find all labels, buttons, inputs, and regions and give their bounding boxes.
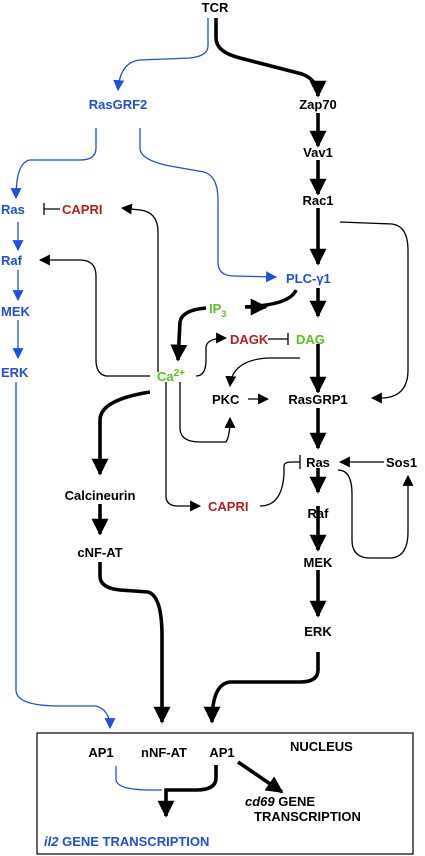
node-sos1: Sos1 xyxy=(386,455,417,470)
edge-plcg1-ip3 xyxy=(244,289,298,316)
node-calcineurin: Calcineurin xyxy=(65,488,136,503)
edge-rasgrf2-ras-left xyxy=(10,128,97,200)
ip3-subscript: 3 xyxy=(221,309,226,319)
edge-ap1-il2 xyxy=(115,766,162,791)
edge-tcr-zap70 xyxy=(214,18,327,98)
node-rasgrp1: RasGRP1 xyxy=(288,392,347,407)
node-dagk: DAGK xyxy=(230,332,269,347)
node-cnfat: cNF-AT xyxy=(77,545,122,560)
node-nnfat: nNF-AT xyxy=(141,745,187,760)
node-ras-right: Ras xyxy=(306,455,330,470)
node-ap1-right: AP1 xyxy=(209,745,234,760)
node-raf-right: Raf xyxy=(308,506,330,521)
edge-erk-ap1-left xyxy=(15,382,116,730)
node-ras-left: Ras xyxy=(1,202,25,217)
node-pkc: PKC xyxy=(212,392,240,407)
inhibit-dagk-dag xyxy=(268,333,289,345)
ip3-base: IP xyxy=(209,301,222,316)
edge-ca-capri-top xyxy=(120,203,159,372)
il2-italic: il2 xyxy=(44,834,59,849)
node-vav1: Vav1 xyxy=(303,145,333,160)
node-capri-top: CAPRI xyxy=(62,202,102,217)
edge-ca-capri-bottom xyxy=(165,382,202,512)
inhibit-capri-ras-left xyxy=(43,203,60,215)
cd69-transcription-label: TRANSCRIPTION xyxy=(254,809,361,824)
node-mek-left: MEK xyxy=(1,304,31,319)
cd69-gene-label: cd69 GENE xyxy=(245,794,315,809)
node-mek-right: MEK xyxy=(304,555,334,570)
edge-dag-pkc xyxy=(225,357,300,388)
edge-ap1-cd69 xyxy=(236,760,284,794)
edge-ca-raf-left xyxy=(38,254,150,377)
ca-base: Ca xyxy=(157,369,174,384)
edge-ip3-ca xyxy=(170,306,207,362)
edge-ca-calcineurin xyxy=(91,390,151,476)
inhibit-capri-ras-right xyxy=(259,455,301,507)
node-dag: DAG xyxy=(296,332,325,347)
il2-rest: GENE TRANSCRIPTION xyxy=(58,834,209,849)
edge-erk-ap1 xyxy=(203,652,320,724)
node-raf-left: Raf xyxy=(1,253,23,268)
edge-cnfat-nnfat xyxy=(98,562,171,724)
il2-transcription-label: il2 GENE TRANSCRIPTION xyxy=(44,834,209,849)
cd69-gene: GENE xyxy=(275,794,316,809)
node-erk-left: ERK xyxy=(1,365,29,380)
node-zap70: Zap70 xyxy=(299,97,337,112)
nucleus-box xyxy=(36,732,414,855)
node-ca2: Ca2+ xyxy=(157,368,185,384)
node-erk-right: ERK xyxy=(304,624,332,639)
cd69-italic: cd69 xyxy=(245,794,275,809)
edge-ca-dagk xyxy=(195,332,228,377)
ca-superscript: 2+ xyxy=(174,368,186,379)
node-ip3: IP3 xyxy=(209,301,226,319)
nucleus-label: NUCLEUS xyxy=(290,739,353,754)
edge-ras-sos1-loop xyxy=(337,469,414,559)
edge-rac1-rasgrp1 xyxy=(339,221,409,404)
node-tcr: TCR xyxy=(202,0,229,15)
node-rac1: Rac1 xyxy=(302,193,333,208)
edge-rasgrf2-plcg1 xyxy=(139,128,278,283)
node-ap1-left: AP1 xyxy=(88,745,113,760)
edge-tcr-rasgrf2 xyxy=(113,18,209,92)
edge-nucleus-il2 xyxy=(157,765,218,818)
node-capri-bottom: CAPRI xyxy=(208,499,248,514)
node-plcg1: PLC-γ1 xyxy=(286,271,331,286)
node-rasgrf2: RasGRF2 xyxy=(89,97,148,112)
edge-ca-pkc xyxy=(179,382,236,443)
